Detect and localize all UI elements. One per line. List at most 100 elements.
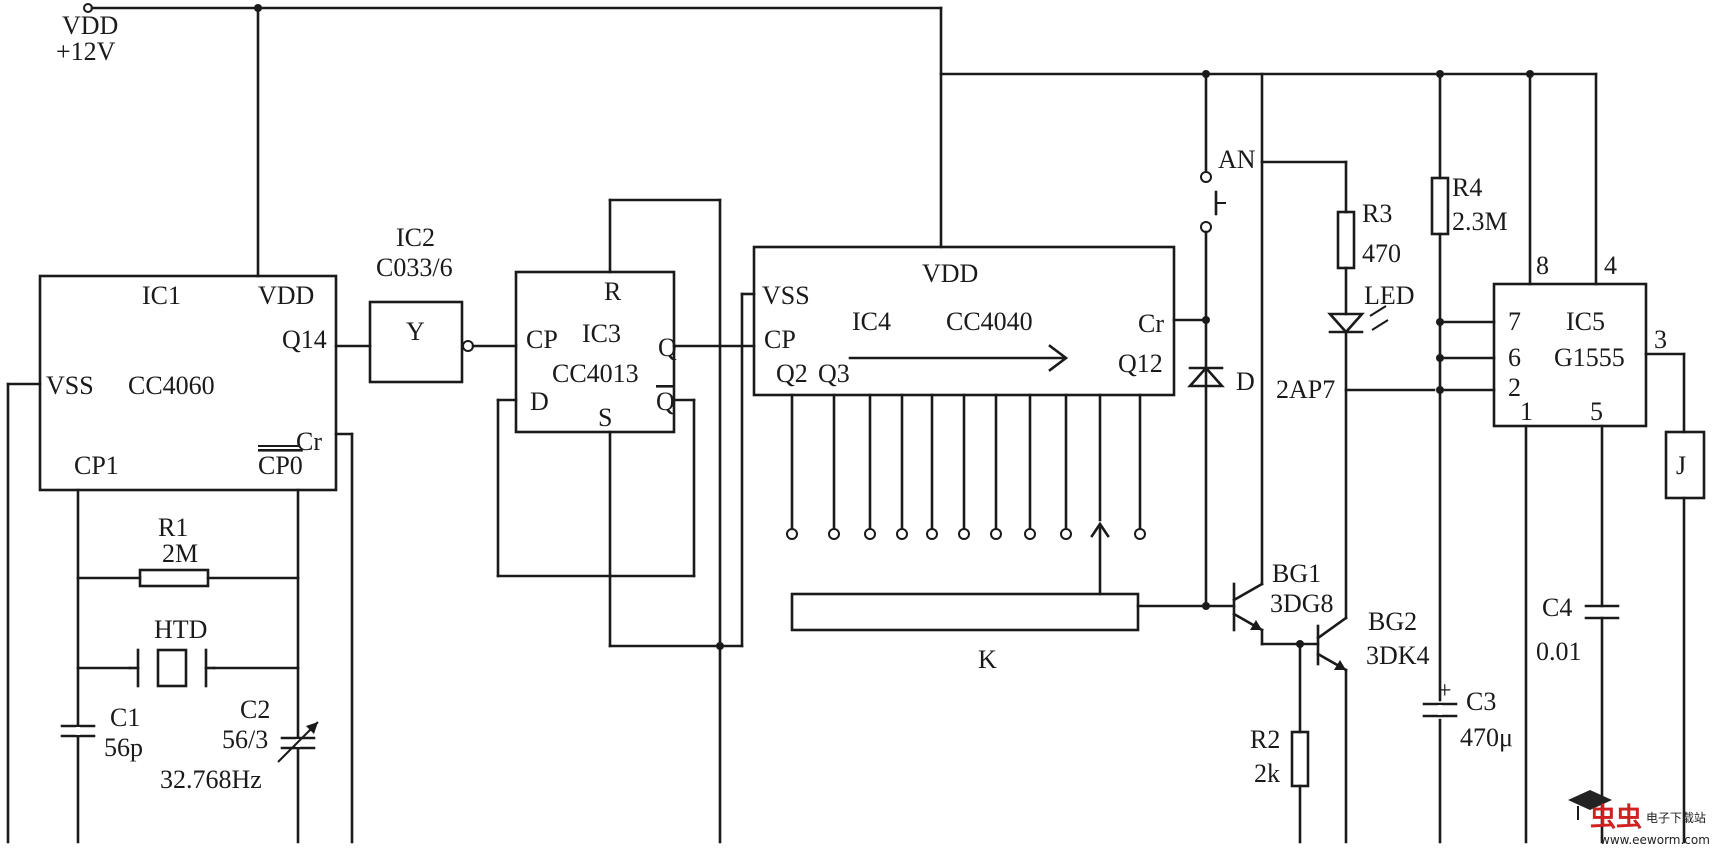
watermark-url: www.eeworm.com [1600, 833, 1710, 847]
timing-network: + R4 2.3M C3 470μ [1422, 70, 1513, 844]
ic3-pin-qbar: Q [656, 387, 675, 416]
reset-and-switch-network: D AN [1172, 70, 1256, 610]
ic2-symbol: Y [406, 317, 425, 346]
watermark: 虫虫 电子下载站 www.eeworm.com [1568, 790, 1710, 847]
r3-ref: R3 [1362, 199, 1392, 228]
ic1-wiring [6, 344, 372, 844]
bg2-part: 3DK4 [1366, 641, 1430, 670]
c3-ref: C3 [1466, 687, 1496, 716]
ic3-pin-q: Q [658, 333, 677, 362]
diode-2ap7-label: 2AP7 [1276, 375, 1335, 404]
ic5-pin-4: 4 [1604, 251, 1617, 280]
ic2-part: C033/6 [376, 253, 453, 282]
ic4-pin-vdd: VDD [922, 259, 978, 288]
ic1-pin-cp0: CP0 [258, 451, 303, 480]
an-switch-label: AN [1218, 145, 1256, 174]
c2-value: 56/3 [222, 725, 268, 754]
capacitor-c1: C1 56p [60, 703, 143, 762]
k-label: K [978, 645, 997, 674]
c2-ref: C2 [240, 695, 270, 724]
ic3-pin-s: S [598, 403, 612, 432]
ic4-output-terminal [896, 528, 908, 540]
supply-voltage: +12V [56, 37, 116, 66]
ic4-output-terminal [864, 528, 876, 540]
ic5-pin-3: 3 [1654, 325, 1667, 354]
ic1-pin-q14: Q14 [282, 325, 327, 354]
ic4-part: CC4040 [946, 307, 1033, 336]
ic3-pin-r: R [604, 277, 622, 306]
ic5-ref: IC5 [1566, 307, 1605, 336]
ic1-pin-cr: Cr [296, 427, 322, 456]
ic4-output-terminal [958, 528, 970, 540]
r2-ref: R2 [1250, 725, 1280, 754]
ic4-pin-cr: Cr [1138, 309, 1164, 338]
r4-ref: R4 [1452, 173, 1482, 202]
ic1-pin-vss: VSS [46, 371, 94, 400]
ic1-pin-vdd: VDD [258, 281, 314, 310]
resistor-r1: R1 2M [138, 513, 210, 588]
ic1-ref: IC1 [142, 281, 181, 310]
c4-ref: C4 [1542, 593, 1572, 622]
ic4-pin-vss: VSS [762, 281, 810, 310]
ic3-part: CC4013 [552, 359, 639, 388]
ic4-output-terminal [828, 528, 840, 540]
ic4-pin-q2: Q2 [776, 359, 808, 388]
ic5-pin-2: 2 [1508, 373, 1521, 402]
c4-value: 0.01 [1536, 637, 1582, 666]
ic1-pin-cp1: CP1 [74, 451, 119, 480]
ic5-pin-1: 1 [1520, 397, 1533, 426]
driver-transistors: R3 470 LED 2AP7 BG1 3DG8 R2 2k BG2 3DK4 [1232, 72, 1436, 844]
capacitor-c2-trimmer: C2 56/3 32.768Hz [160, 695, 319, 794]
r3-value: 470 [1362, 239, 1401, 268]
ic2-inverter: IC2 C033/6 Y [368, 223, 518, 384]
ic4-output-terminal [1134, 528, 1146, 540]
ic4-ref: IC4 [852, 307, 891, 336]
ic3-pin-cp: CP [526, 325, 558, 354]
diode-d-label: D [1236, 367, 1255, 396]
ic2-ref: IC2 [396, 223, 435, 252]
ic3-flip-flop: R CP IC3 CC4013 D S Q Q [514, 270, 677, 434]
bg1-part: 3DG8 [1270, 589, 1334, 618]
ic1-oscillator-divider: IC1 VDD VSS CC4060 Q14 CP1 CP0 Cr [38, 274, 338, 492]
htd-ref: HTD [154, 615, 207, 644]
ic4-output-pins [786, 393, 1146, 540]
c1-value: 56p [104, 733, 143, 762]
ic4-output-terminal [990, 528, 1002, 540]
ic4-output-terminal [786, 528, 798, 540]
supply-name: VDD [62, 11, 118, 40]
led-label: LED [1364, 281, 1415, 310]
ic5-pin-7: 7 [1508, 307, 1521, 336]
bg2-ref: BG2 [1368, 607, 1417, 636]
r1-ref: R1 [158, 513, 188, 542]
ic5-pin-5: 5 [1590, 397, 1603, 426]
watermark-name: 电子下载站 [1646, 811, 1706, 825]
ic5-timer: 8 4 7 6 2 IC5 G1555 1 5 3 C4 0.01 J [1492, 70, 1706, 844]
relay-j-label: J [1676, 451, 1686, 480]
ic4-binary-counter: VDD VSS CP IC4 CC4040 Q2 Q3 Cr Q12 [752, 245, 1176, 397]
r4-value: 2.3M [1452, 207, 1508, 236]
supply-terminal: VDD +12V [56, 3, 1598, 278]
r2-value: 2k [1254, 759, 1280, 788]
ic4-pin-q12: Q12 [1118, 349, 1163, 378]
ic3-wiring [496, 198, 756, 844]
bg1-ref: BG1 [1272, 559, 1321, 588]
crystal-frequency: 32.768Hz [160, 765, 262, 794]
ic1-part: CC4060 [128, 371, 215, 400]
ic3-pin-d: D [530, 387, 549, 416]
svg-text:+: + [1438, 678, 1452, 704]
ic4-output-terminal [1024, 528, 1036, 540]
ic3-ref: IC3 [582, 319, 621, 348]
c3-value: 470μ [1460, 723, 1513, 752]
ic5-part: G1555 [1554, 343, 1625, 372]
ic4-output-terminal [926, 528, 938, 540]
c1-ref: C1 [110, 703, 140, 732]
ic5-pin-8: 8 [1536, 251, 1549, 280]
ic4-pin-cp: CP [764, 325, 796, 354]
crystal-htd: HTD [128, 615, 216, 688]
ic4-output-terminal [1060, 528, 1072, 540]
ic4-pin-q3: Q3 [818, 359, 850, 388]
r1-value: 2M [162, 539, 198, 568]
selector-switch-k: K [790, 521, 1236, 674]
ic5-pin-6: 6 [1508, 343, 1521, 372]
